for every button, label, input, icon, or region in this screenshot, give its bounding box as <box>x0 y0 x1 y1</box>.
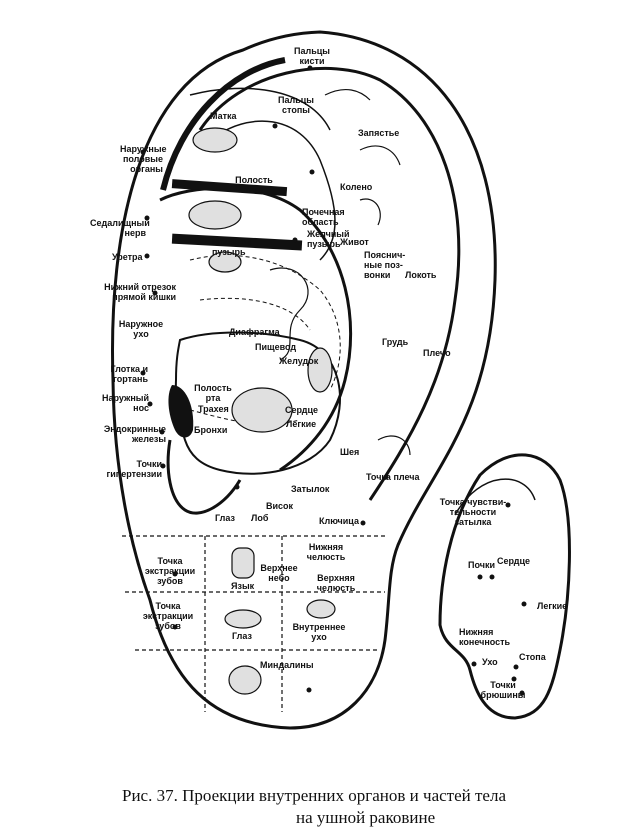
label-sheya: Шея <box>340 447 360 457</box>
ear-outline <box>111 30 497 730</box>
label-tochka-plecha: Точка плеча <box>366 472 420 482</box>
helix-inner-line <box>198 67 461 501</box>
label-naruzhnye-organy: Наружные половые органы <box>120 144 167 174</box>
fold-line-2 <box>209 120 336 261</box>
label-pishchevod: Пищевод <box>255 342 297 352</box>
label-glaz-lobe: Глаз <box>232 631 252 641</box>
bar-top <box>171 179 288 197</box>
lungs-sketch <box>231 387 293 433</box>
bladder-sketch <box>208 251 242 273</box>
stomach-sketch <box>307 347 333 393</box>
label-verkhnyaya-chelyust: Верхняя челюсть <box>316 573 356 593</box>
label-stopa: Стопа <box>519 652 546 662</box>
label-polost-rta: Полость рта <box>194 383 232 403</box>
label-glotka: Глотка и гортань <box>110 364 148 384</box>
helix-rim <box>160 57 286 191</box>
label-zhelchny-puzyr: Желчный пузырь <box>307 229 350 249</box>
label-matka: Матка <box>210 111 237 121</box>
knee-sketch <box>359 198 381 226</box>
label-glaz-main: Глаз <box>215 513 235 523</box>
label-nizhny-otrezok: Нижний отрезок прямой кишки <box>104 282 176 302</box>
label-zheludok: Желудок <box>279 356 319 366</box>
label-uretra: Уретра <box>112 252 143 262</box>
point-dots <box>140 65 527 696</box>
label-poyasnichnye-pozvonki: Пояснич- ные поз- вонки <box>364 250 406 280</box>
label-nizhnyaya-chelyust: Нижняя челюсть <box>306 542 346 562</box>
figure-caption-line2: на ушной раковине <box>296 808 436 827</box>
uterus-sketch <box>192 127 238 153</box>
label-pochki: Почки <box>468 560 496 570</box>
label-trakheya: Трахея <box>198 404 229 414</box>
shoulder-sketch <box>377 435 411 456</box>
label-vnutrennee-ukho: Внутреннее ухо <box>292 622 346 642</box>
lobe-grid <box>122 535 388 712</box>
label-serdtse-main: Сердце <box>285 405 319 415</box>
label-mindaliny: Миндалины <box>260 660 314 670</box>
label-lokot: Локоть <box>405 270 437 280</box>
intertragic-line <box>166 439 242 515</box>
hand-sketch <box>324 88 371 101</box>
label-legkie-main: Легкие <box>286 419 317 429</box>
label-tochki-gipertenzii: Точки гипертензии <box>106 459 163 479</box>
tragus <box>168 385 194 438</box>
intestines-sketch <box>269 267 309 361</box>
label-klyuchitsa: Ключица <box>319 516 359 526</box>
label-polost-taza: Полость таза <box>235 175 273 195</box>
label-koleno: Колено <box>340 182 373 192</box>
fold-line-1 <box>189 87 331 131</box>
label-zatylok: Затылок <box>291 484 330 494</box>
label-verkhnee-nebo: Верхнее небо <box>260 563 298 583</box>
label-legkie-back: Легкие <box>537 601 568 611</box>
label-endokrinnye: Эндокринные железы <box>103 424 166 444</box>
mouth-sketch <box>228 665 262 695</box>
label-serdtse-back: Сердце <box>497 556 531 566</box>
label-tochka-ekstraktsii-2: Точка экстракции зубов <box>142 601 194 631</box>
label-zapyaste: Запястье <box>358 128 400 138</box>
label-zhivot: Живот <box>340 237 369 247</box>
label-tochki-bryushiny: Точки брюшины <box>480 680 526 700</box>
label-naruzhny-nos: Наружный нос <box>101 393 149 413</box>
tongue-sketch <box>231 547 255 579</box>
eye-sketch <box>224 609 262 629</box>
label-sedalishchny-nerv: Седалищный нерв <box>90 218 150 238</box>
figure-caption-line1: Рис. 37. Проекции внутренних органов и ч… <box>122 786 506 805</box>
label-pochechnaya-oblast: Почечная область <box>302 207 345 227</box>
dashed-region-2 <box>199 297 311 331</box>
label-plecho: Плечо <box>423 348 451 358</box>
back-ear-inner <box>454 478 536 516</box>
label-ukho: Ухо <box>482 657 498 667</box>
back-ear-outline <box>438 453 571 720</box>
label-visok: Висок <box>266 501 294 511</box>
label-lob: Лоб <box>251 513 269 523</box>
label-naruzhnoe-ukho: Наружное ухо <box>118 319 164 339</box>
organ-sketches <box>188 88 411 695</box>
label-paltsy-kisti: Пальцы кисти <box>294 46 330 66</box>
wrist-sketch <box>359 145 401 166</box>
pelvis-sketch <box>188 200 242 230</box>
label-tochka-chuvstvitelnosti: Точка чувстви- тельности затылка <box>439 497 507 527</box>
label-diafragma: Диафрагма <box>229 327 280 337</box>
label-grud: Грудь <box>382 337 409 347</box>
label-bronkhi: Бронхи <box>194 425 228 435</box>
label-mochevoy-puzyr: Мочевой пузырь <box>212 237 252 257</box>
bar-middle <box>171 233 303 251</box>
label-tochka-ekstraktsii-1: Точка экстракции зубов <box>144 556 196 586</box>
inner-ear-sketch <box>306 599 336 619</box>
label-nizhnyaya-konechnost: Нижняя конечность <box>459 627 511 647</box>
label-yazyk: Язык <box>231 581 255 591</box>
label-paltsy-stopy: Пальцы стопы <box>278 95 314 115</box>
